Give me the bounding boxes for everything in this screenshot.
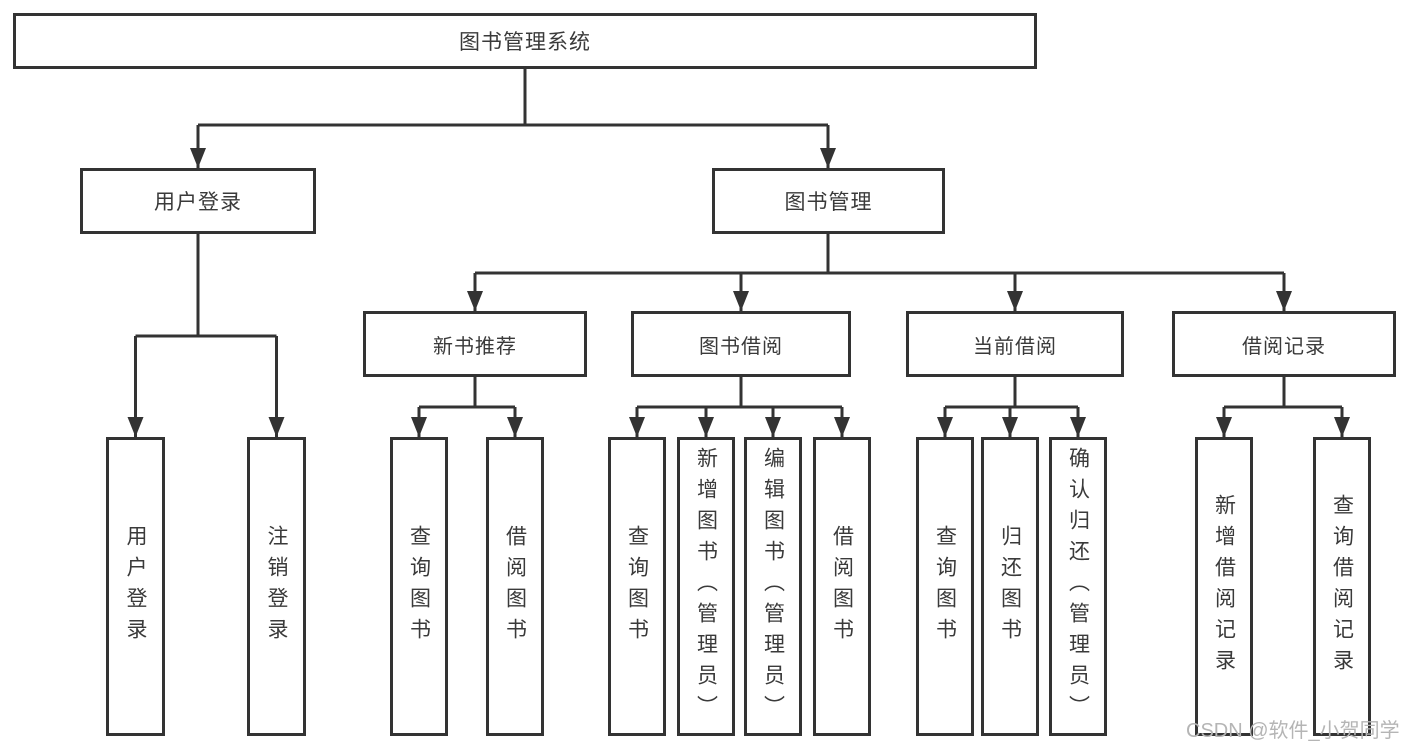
leaf-label: 查询图书 — [933, 524, 957, 649]
leaf-query-books-current: 查询图书 — [916, 437, 974, 736]
leaf-label: 新增借阅记录 — [1212, 493, 1236, 680]
csdn-watermark: CSDN @软件_小贺同学 — [1186, 720, 1400, 742]
leaf-add-borrow-record: 新增借阅记录 — [1195, 437, 1253, 736]
leaf-label: 用户登录 — [124, 524, 147, 649]
node-user-login: 用户登录 — [80, 168, 316, 234]
leaf-label: 归还图书 — [998, 524, 1022, 649]
node-current-borrowing: 当前借阅 — [906, 311, 1124, 377]
node-borrow-records: 借阅记录 — [1172, 311, 1396, 377]
leaf-borrow-books-borrowing: 借阅图书 — [813, 437, 871, 736]
node-new-book-recommend: 新书推荐 — [363, 311, 587, 377]
leaf-query-books-recommend: 查询图书 — [390, 437, 448, 736]
leaf-logout: 注销登录 — [247, 437, 306, 736]
node-root-system: 图书管理系统 — [13, 13, 1037, 69]
leaf-label: 借阅图书 — [503, 524, 527, 649]
leaf-add-book-admin: 新增图书（管理员） — [677, 437, 735, 736]
leaf-label: 查询借阅记录 — [1330, 493, 1354, 680]
leaf-label: 编辑图书（管理员） — [761, 447, 785, 726]
leaf-label: 注销登录 — [265, 524, 288, 649]
leaf-confirm-return-admin: 确认归还（管理员） — [1049, 437, 1107, 736]
leaf-return-book: 归还图书 — [981, 437, 1039, 736]
leaf-label: 查询图书 — [407, 524, 431, 649]
leaf-user-login: 用户登录 — [106, 437, 165, 736]
node-book-management: 图书管理 — [712, 168, 945, 234]
leaf-label: 借阅图书 — [830, 524, 854, 649]
leaf-query-books-borrowing: 查询图书 — [608, 437, 666, 736]
leaf-query-borrow-record: 查询借阅记录 — [1313, 437, 1371, 736]
leaf-label: 新增图书（管理员） — [694, 447, 718, 726]
node-book-borrowing: 图书借阅 — [631, 311, 851, 377]
leaf-edit-book-admin: 编辑图书（管理员） — [744, 437, 802, 736]
leaf-label: 查询图书 — [625, 524, 649, 649]
leaf-label: 确认归还（管理员） — [1066, 447, 1090, 726]
leaf-borrow-books-recommend: 借阅图书 — [486, 437, 544, 736]
